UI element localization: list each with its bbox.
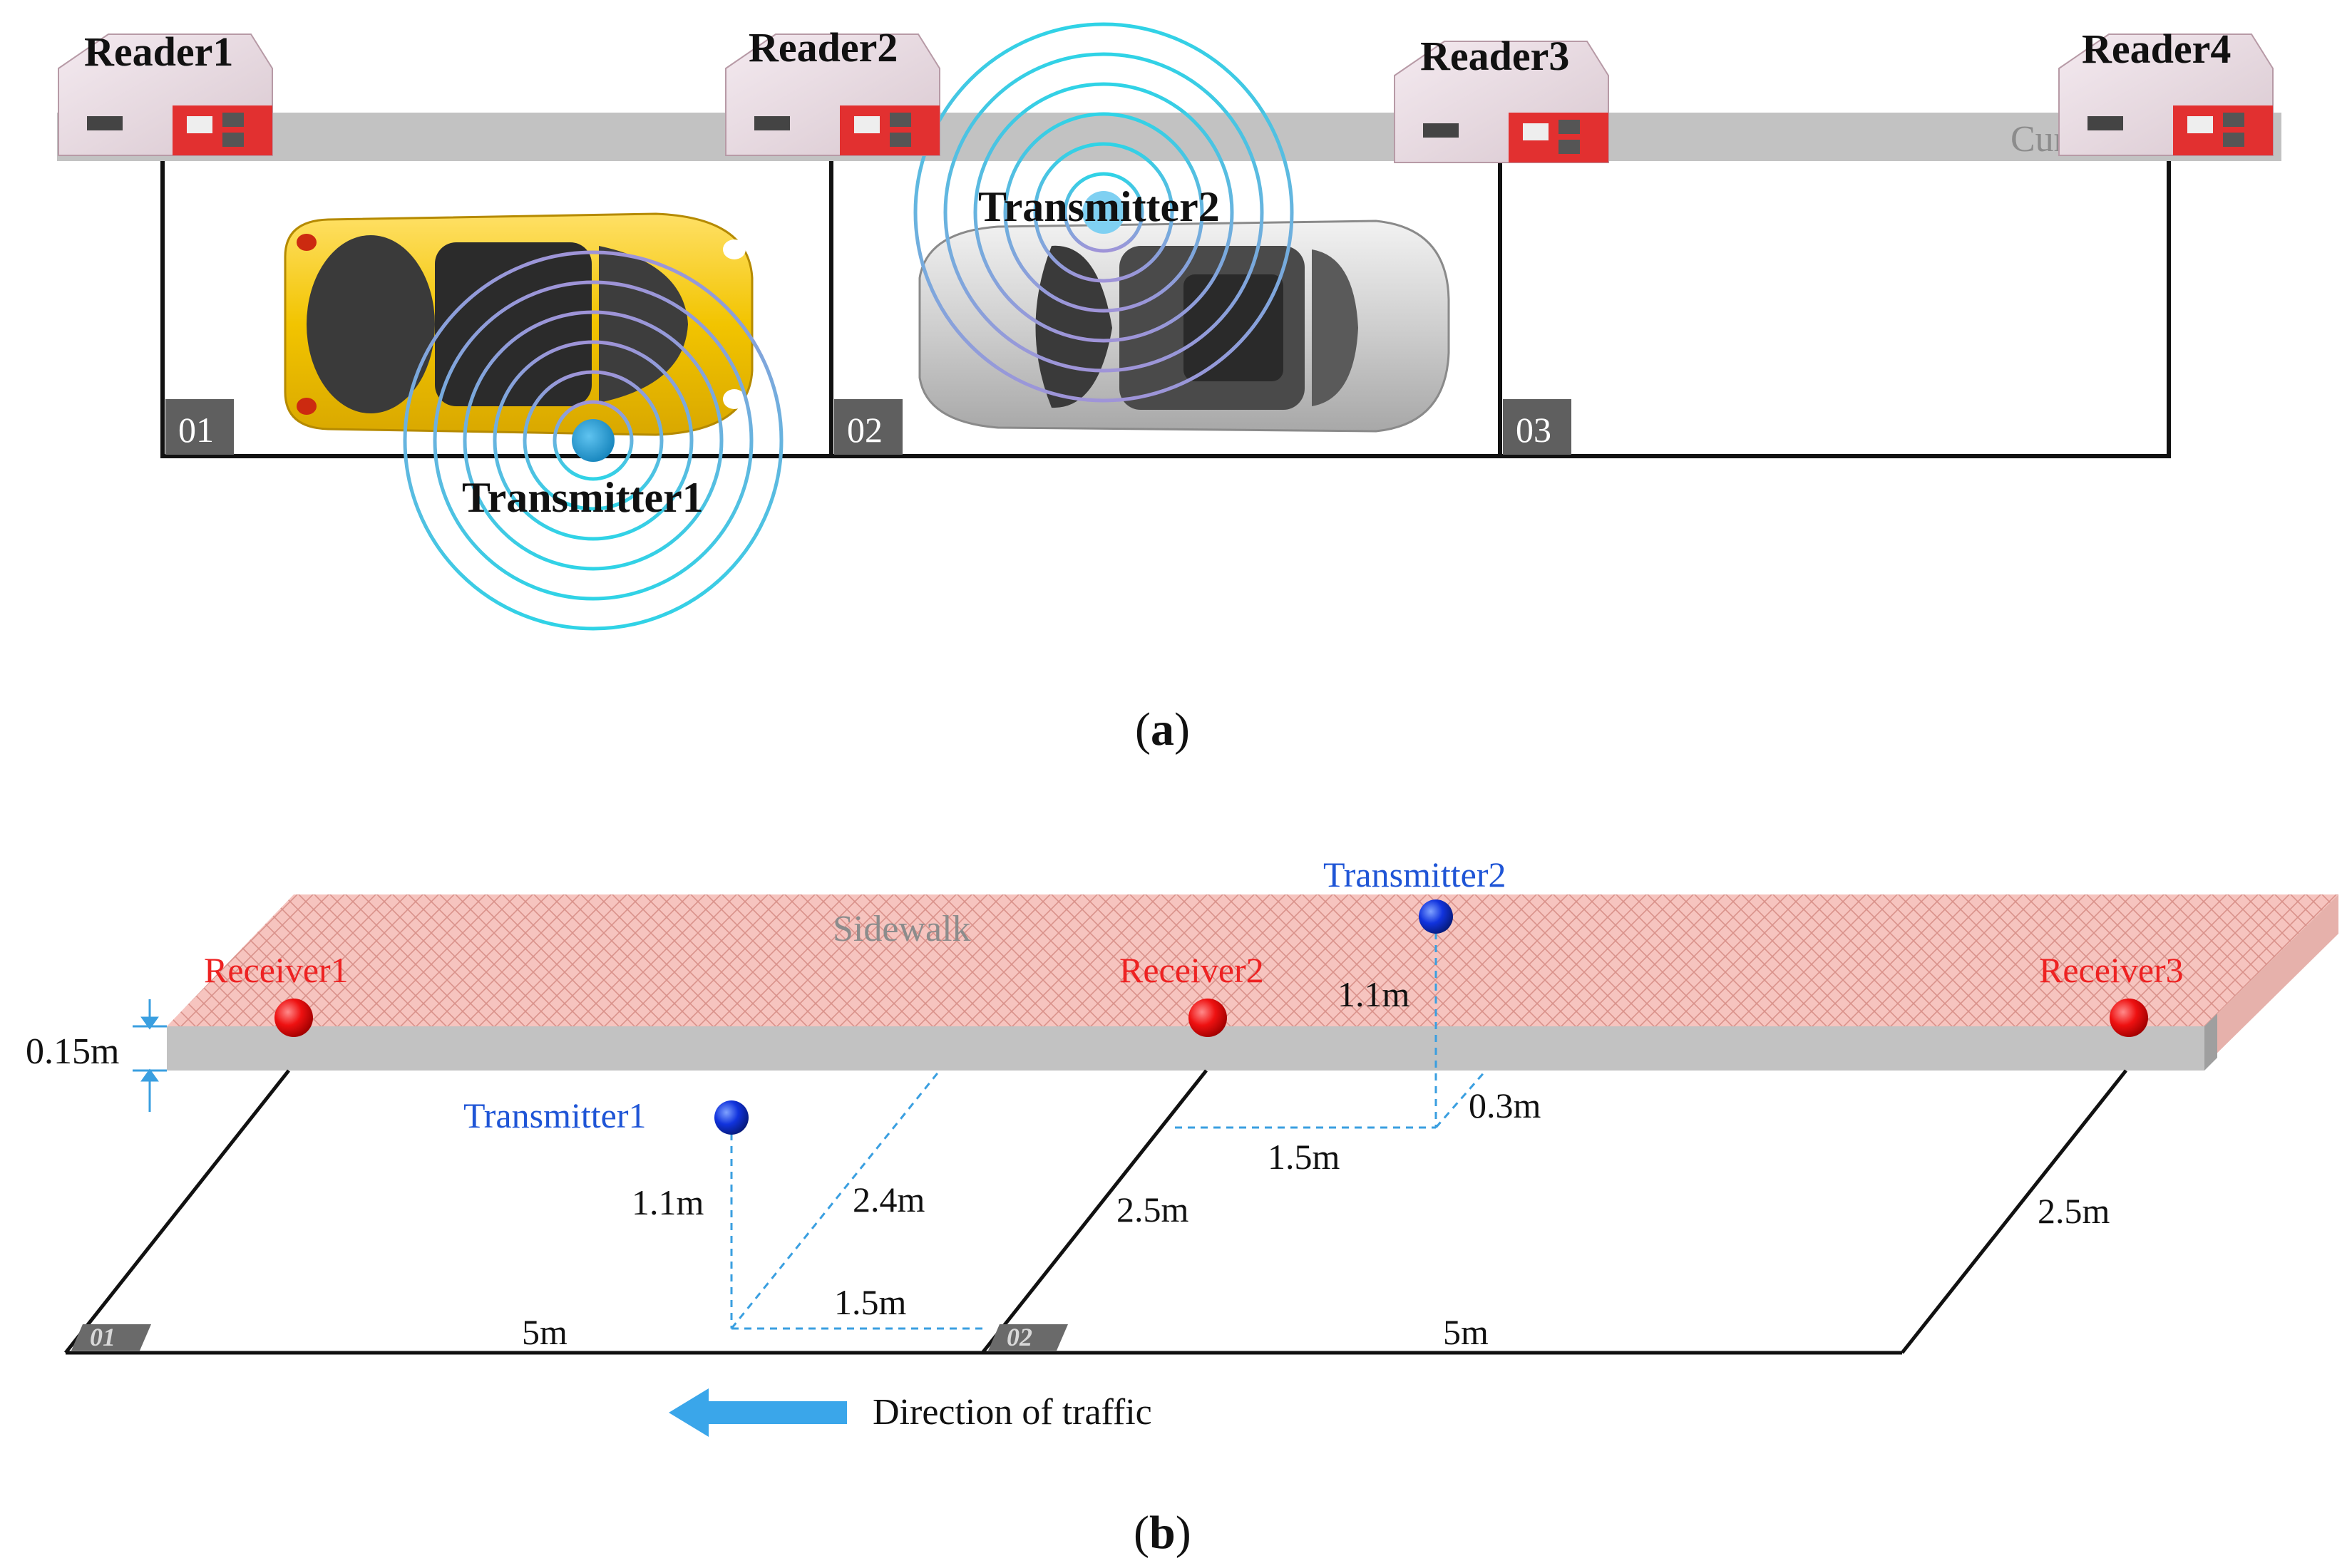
slot-label-02: 02 (847, 410, 883, 450)
reader1-label: Reader1 (84, 29, 233, 75)
receiver1-label: Receiver1 (204, 950, 349, 990)
parking-slots-outline (160, 161, 2171, 458)
panel-a: Curb 01 02 03 (57, 22, 2281, 755)
traffic-direction-arrow-icon (669, 1388, 847, 1437)
dimension-guides (730, 919, 1487, 1330)
receiver1-node (274, 999, 313, 1037)
transmitter1-label-a: Transmitter1 (462, 474, 704, 521)
slot-label-01: 01 (178, 410, 214, 450)
curb-front (167, 1026, 2204, 1071)
caption-b: (b) (1134, 1507, 1191, 1559)
slot-tag-01: 01 (90, 1323, 115, 1351)
dim-slot2-length: 5m (1443, 1312, 1489, 1352)
panel-b: Sidewalk 0.15m 01 02 (26, 855, 2338, 1559)
transmitter2-signal-rings (913, 22, 1294, 403)
curb-height-label: 0.15m (26, 1031, 119, 1072)
transmitter1-label-b: Transmitter1 (463, 1095, 647, 1135)
transmitter2-node (1082, 191, 1125, 234)
sidewalk-side-face (2204, 894, 2338, 1066)
sidewalk-surface (167, 894, 2338, 1026)
transmitter1-node (572, 419, 615, 462)
slot-label-03: 03 (1516, 410, 1551, 450)
reader1-device-icon (58, 33, 273, 156)
slot-tag-02: 02 (1007, 1323, 1032, 1351)
curb-height-dimension (133, 999, 167, 1112)
receiver2-label: Receiver2 (1119, 950, 1264, 990)
reader4-label: Reader4 (2082, 26, 2231, 72)
transmitter2-label-a: Transmitter2 (978, 183, 1220, 230)
receiver3-node (2110, 999, 2148, 1037)
reader4-device-icon (2058, 33, 2274, 156)
caption-a-letter: a (1151, 703, 1174, 755)
dim-t2-height: 1.1m (1337, 974, 1410, 1014)
receiver2-node (1188, 999, 1227, 1037)
dim-t1-diag: 2.4m (853, 1180, 925, 1219)
dim-slot1-length: 5m (522, 1312, 568, 1352)
slot-number-boxes: 01 02 03 (165, 399, 1571, 455)
traffic-label: Direction of traffic (873, 1392, 1152, 1433)
parking-slot-lines-b (64, 1069, 2127, 1355)
reader2-device-icon (725, 33, 940, 156)
silver-car-icon (918, 220, 1450, 433)
sidewalk-label: Sidewalk (833, 909, 971, 949)
transmitter2-label-b: Transmitter2 (1323, 855, 1506, 894)
caption-a: (a) (1135, 703, 1190, 755)
reader3-label: Reader3 (1420, 33, 1569, 79)
dim-t2-depth: 0.3m (1469, 1085, 1541, 1125)
dim-t1-offset: 1.5m (834, 1282, 907, 1322)
slot-tags-b: 01 02 (71, 1323, 1068, 1351)
receiver3-label: Receiver3 (2039, 950, 2184, 990)
caption-b-letter: b (1149, 1507, 1176, 1559)
reader3-device-icon (1394, 41, 1609, 163)
dim-slot-depth-mid: 2.5m (1116, 1190, 1189, 1229)
reader2-label: Reader2 (749, 24, 898, 71)
dim-t2-offset: 1.5m (1268, 1137, 1340, 1177)
transmitter1-signal-rings (403, 250, 784, 631)
dim-slot-depth-right: 2.5m (2038, 1191, 2110, 1231)
transmitter2-node-b (1419, 899, 1453, 934)
curb-end (2204, 1013, 2217, 1071)
dim-t1-height: 1.1m (632, 1182, 704, 1222)
transmitter1-node-b (714, 1100, 749, 1135)
